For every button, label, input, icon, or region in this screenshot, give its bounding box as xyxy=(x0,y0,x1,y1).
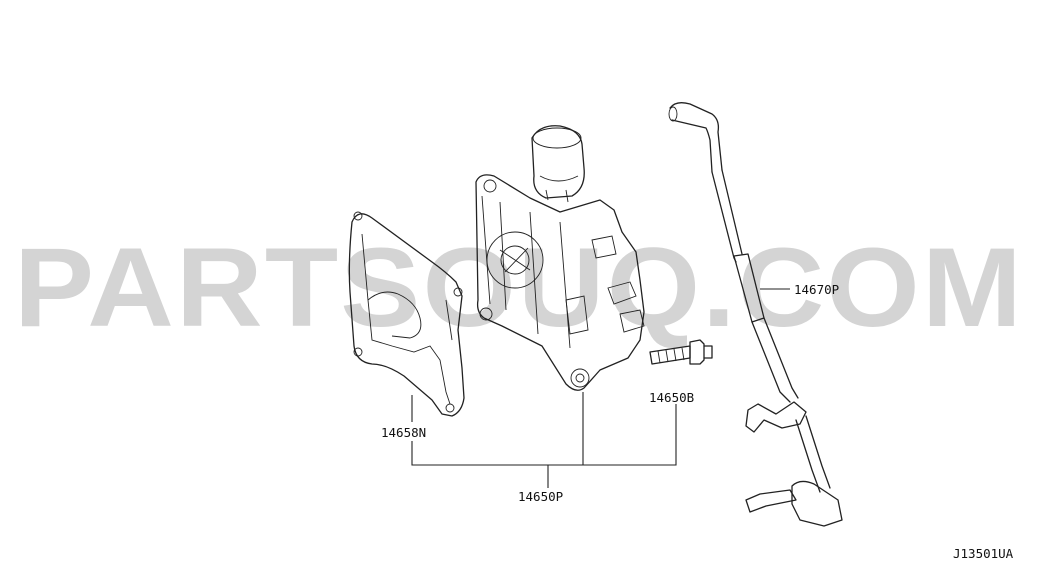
hose-part[interactable] xyxy=(668,102,843,527)
diagram-code: J13501UA xyxy=(953,546,1014,561)
leader-lines xyxy=(411,288,790,488)
label-gasket: 14658N xyxy=(381,425,426,440)
gasket-part[interactable] xyxy=(348,211,465,417)
label-bolt: 14650B xyxy=(649,390,694,405)
label-assembly: 14650P xyxy=(518,489,563,504)
label-hose: 14670P xyxy=(794,282,839,297)
bolt-part[interactable] xyxy=(649,339,713,365)
vacuum-pump-part[interactable] xyxy=(475,125,645,391)
